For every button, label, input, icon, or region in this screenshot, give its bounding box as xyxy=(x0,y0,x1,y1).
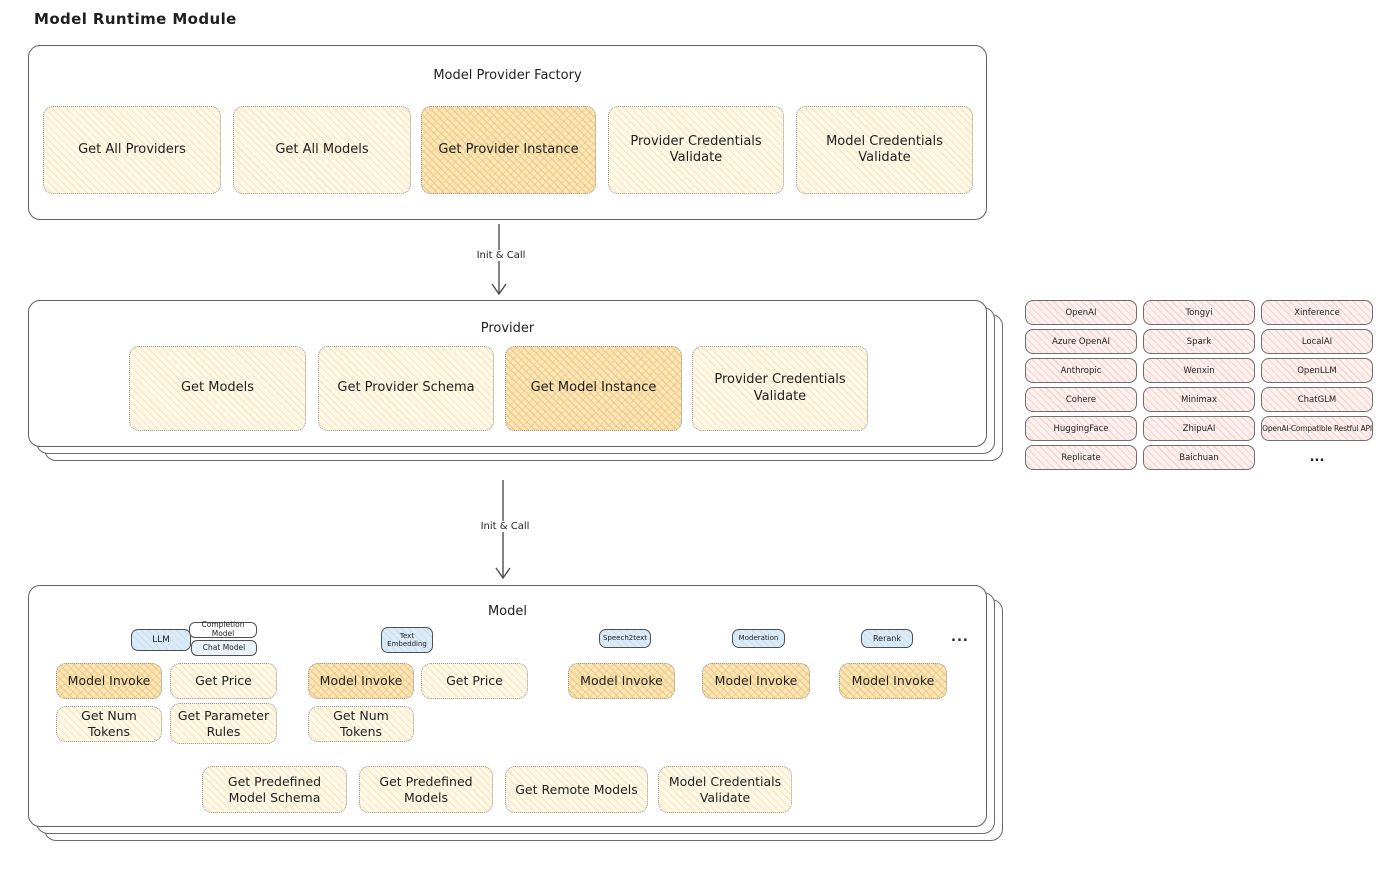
init-call-label-2: Init & Call xyxy=(466,521,544,532)
provider-cell-openllm[interactable]: OpenLLM xyxy=(1261,358,1373,383)
text-embedding-get-num-tokens-button[interactable]: Get Num Tokens xyxy=(308,706,414,742)
factory-button-get-all-providers[interactable]: Get All Providers xyxy=(43,106,221,194)
model-provider-factory-title: Model Provider Factory xyxy=(433,68,582,83)
get-predefined-models-button[interactable]: Get Predefined Models xyxy=(359,766,493,813)
text-embedding-model-invoke-button[interactable]: Model Invoke xyxy=(308,663,414,699)
init-call-label-1: Init & Call xyxy=(462,250,540,261)
rerank-model-invoke-button[interactable]: Model Invoke xyxy=(839,663,947,699)
provider-button-get-provider-schema[interactable]: Get Provider Schema xyxy=(318,346,494,431)
llm-get-num-tokens-button[interactable]: Get Num Tokens xyxy=(56,706,162,742)
provider-cell-zhipuai[interactable]: ZhipuAI xyxy=(1143,416,1255,441)
get-remote-models-button[interactable]: Get Remote Models xyxy=(505,766,648,813)
model-credentials-validate-button[interactable]: Model Credentials Validate xyxy=(658,766,792,813)
model-box[interactable]: Model LLM Completion Model Chat Model Te… xyxy=(28,585,987,827)
provider-list: OpenAI Tongyi Xinference Azure OpenAI Sp… xyxy=(1025,300,1373,470)
moderation-model-invoke-button[interactable]: Model Invoke xyxy=(702,663,810,699)
llm-get-price-button[interactable]: Get Price xyxy=(170,663,277,699)
provider-cell-spark[interactable]: Spark xyxy=(1143,329,1255,354)
llm-model-invoke-button[interactable]: Model Invoke xyxy=(56,663,162,699)
chip-llm[interactable]: LLM xyxy=(131,629,191,651)
chip-chat-model[interactable]: Chat Model xyxy=(191,640,257,656)
provider-cell-minimax[interactable]: Minimax xyxy=(1143,387,1255,412)
provider-cell-openai[interactable]: OpenAI xyxy=(1025,300,1137,325)
provider-list-ellipsis: ... xyxy=(1309,450,1325,465)
factory-button-get-all-models[interactable]: Get All Models xyxy=(233,106,411,194)
provider-cell-xinference[interactable]: Xinference xyxy=(1261,300,1373,325)
provider-cell-wenxin[interactable]: Wenxin xyxy=(1143,358,1255,383)
diagram-title: Model Runtime Module xyxy=(34,10,237,28)
chip-speech2text[interactable]: Speech2text xyxy=(599,629,651,648)
provider-cell-chatglm[interactable]: ChatGLM xyxy=(1261,387,1373,412)
provider-cell-openai-compatible[interactable]: OpenAI-Compatible Restful API xyxy=(1261,416,1373,441)
provider-cell-localai[interactable]: LocalAI xyxy=(1261,329,1373,354)
speech2text-model-invoke-button[interactable]: Model Invoke xyxy=(568,663,675,699)
text-embedding-get-price-button[interactable]: Get Price xyxy=(421,663,528,699)
provider-cell-huggingface[interactable]: HuggingFace xyxy=(1025,416,1137,441)
factory-button-model-credentials-validate[interactable]: Model Credentials Validate xyxy=(796,106,973,194)
model-chips-ellipsis: ... xyxy=(951,630,969,645)
factory-button-get-provider-instance[interactable]: Get Provider Instance xyxy=(421,106,596,194)
provider-button-get-models[interactable]: Get Models xyxy=(129,346,306,431)
provider-button-provider-credentials-validate[interactable]: Provider Credentials Validate xyxy=(692,346,868,431)
llm-get-parameter-rules-button[interactable]: Get Parameter Rules xyxy=(170,703,277,744)
provider-cell-tongyi[interactable]: Tongyi xyxy=(1143,300,1255,325)
chip-rerank[interactable]: Rerank xyxy=(861,629,913,648)
factory-button-provider-credentials-validate[interactable]: Provider Credentials Validate xyxy=(608,106,784,194)
provider-cell-cohere[interactable]: Cohere xyxy=(1025,387,1137,412)
chip-completion-model[interactable]: Completion Model xyxy=(189,621,257,638)
model-title: Model xyxy=(487,604,528,619)
chip-moderation[interactable]: Moderation xyxy=(732,629,785,648)
model-provider-factory-box[interactable]: Model Provider Factory Get All Providers… xyxy=(28,45,987,220)
provider-cell-baichuan[interactable]: Baichuan xyxy=(1143,445,1255,470)
provider-box[interactable]: Provider Get Models Get Provider Schema … xyxy=(28,300,987,447)
chip-text-embedding[interactable]: Text Embedding xyxy=(381,627,433,653)
provider-cell-replicate[interactable]: Replicate xyxy=(1025,445,1137,470)
provider-button-get-model-instance[interactable]: Get Model Instance xyxy=(505,346,682,431)
provider-cell-azure-openai[interactable]: Azure OpenAI xyxy=(1025,329,1137,354)
provider-cell-anthropic[interactable]: Anthropic xyxy=(1025,358,1137,383)
provider-title: Provider xyxy=(480,321,535,336)
get-predefined-model-schema-button[interactable]: Get Predefined Model Schema xyxy=(202,766,347,813)
